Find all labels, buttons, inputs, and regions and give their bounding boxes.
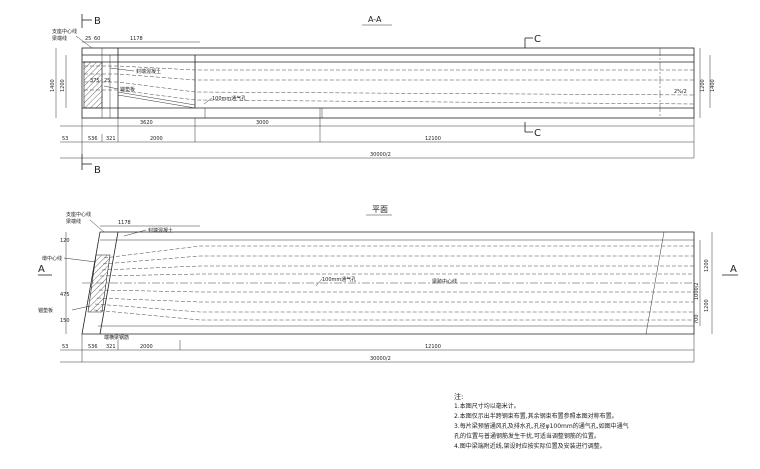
label-vent-hole-plan: 100mm通气孔	[322, 276, 356, 283]
label-anchor-plate-plan: 锚垫板	[38, 307, 53, 314]
note-item-3: 3.每片梁预留通风孔及排水孔,孔径φ100mm的通气孔,如图中通气	[454, 423, 629, 430]
anchor-end-hatch	[83, 61, 103, 109]
dim-aa-top-2: 1178	[130, 36, 143, 42]
dim-plan-right-1: 1000/2	[694, 282, 700, 300]
cut-label-a-left: A	[38, 264, 45, 275]
cut-label-c-top: C	[534, 34, 541, 45]
dim-aa-left-0: 1400	[50, 79, 56, 92]
dim-aa-bottom-3000: 3000	[256, 120, 269, 126]
dim-aa-right-0: 1400	[710, 79, 716, 92]
label-beam-center: 梁跨中心线	[432, 278, 457, 285]
dim-aa-bottom-12100: 12100	[425, 136, 441, 142]
label-anchor-plate-aa: 锚垫板	[120, 86, 135, 93]
beam-elevation-outline	[81, 47, 695, 119]
notes-title: 注:	[454, 393, 464, 401]
note-item-5: 4.图中梁端附近线,架设时应按实际位置及安装进行调整。	[454, 443, 606, 450]
dim-aa-top-1: 60	[94, 36, 100, 42]
cut-label-a-right: A	[730, 264, 737, 275]
dim-plan-bottom-53: 53	[62, 344, 68, 350]
label-seal-anchor-plan: 封端混凝土	[148, 227, 173, 234]
dim-plan-right-0: 1200	[704, 259, 710, 272]
dim-plan-right-2: 1200	[704, 299, 710, 312]
drawing-notes: 注: 1.本图尺寸均以毫米计。 2.本图仅示出半跨钢束布置,其余钢束布置参照本图…	[454, 392, 754, 452]
label-seal-anchor-aa: 封端混凝土	[136, 68, 161, 75]
dim-plan-left-1: 475	[60, 292, 70, 298]
dim-aa-inner-0: 375	[90, 78, 100, 84]
dim-aa-bottom-536: 536	[88, 136, 98, 142]
dim-plan-right-3: 700	[694, 314, 700, 324]
label-bearing-center-plan: 支座中心线	[66, 211, 91, 218]
dim-plan-bottom-321: 321	[106, 344, 116, 350]
dim-aa-top-0: 25	[85, 36, 91, 42]
cut-label-b-bottom: B	[94, 165, 101, 176]
plan-view: 平面 A A 支座中心线 梁端线 封端混凝土 墩中心线 锚垫板	[38, 205, 738, 363]
dim-aa-bottom-321: 321	[106, 136, 116, 142]
cut-label-c-bottom: C	[534, 128, 541, 139]
label-pier-center: 墩中心线	[42, 255, 62, 262]
plan-anchor-hatch	[87, 254, 111, 313]
label-vent-hole-aa: 100mm通气孔	[212, 95, 246, 102]
label-beam-end-aa: 梁端线	[52, 35, 67, 42]
dim-aa-total: 30000/2	[370, 152, 391, 158]
label-end-rebar: 端横梁钢筋	[104, 334, 129, 341]
dim-plan-total: 30000/2	[370, 356, 391, 362]
section-aa-title: A-A	[368, 15, 382, 24]
dim-aa-right-1: 1200	[700, 79, 706, 92]
label-bearing-center-aa: 支座中心线	[52, 28, 77, 35]
dim-plan-bottom-2000: 2000	[140, 344, 153, 350]
dim-aa-left-1: 1200	[60, 79, 66, 92]
dim-plan-top-0: 1178	[118, 220, 131, 226]
dim-plan-bottom-536: 536	[88, 344, 98, 350]
dim-plan-bottom-12100: 12100	[425, 344, 441, 350]
label-beam-end-plan: 梁端线	[66, 218, 81, 225]
dim-aa-bottom-2000: 2000	[150, 136, 163, 142]
section-aa: A-A B B C C	[50, 14, 716, 176]
note-item-2: 2.本图仅示出半跨钢束布置,其余钢束布置参照本图对称布置。	[454, 413, 618, 420]
note-item-4: 孔的位置与普通钢筋发生干扰,可适当调整钢筋的位置。	[454, 433, 600, 440]
dim-aa-bottom-53: 53	[62, 136, 68, 142]
dim-aa-bottom-3620: 3620	[140, 120, 153, 126]
dim-aa-inner-1: 25	[104, 78, 110, 84]
cut-label-b-top: B	[94, 16, 101, 27]
dim-aa-right-slope: 2%/2	[674, 89, 687, 95]
plan-title: 平面	[372, 205, 388, 214]
dim-plan-left-0: 120	[60, 238, 70, 244]
dim-plan-left-2: 150	[60, 318, 70, 324]
note-item-1: 1.本图尺寸均以毫米计。	[454, 403, 520, 410]
